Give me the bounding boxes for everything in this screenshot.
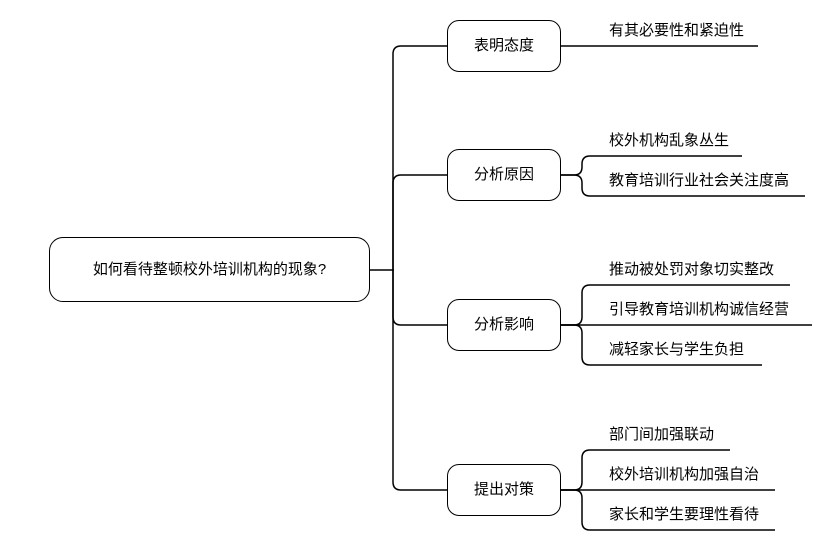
- branch-node-effects[interactable]: 分析影响: [447, 299, 561, 351]
- edge-root-branch-4: [392, 270, 447, 491]
- edge-branch3-leaf3: [561, 324, 762, 366]
- branch-node-label: 表明态度: [473, 37, 534, 54]
- edge-root-branch-3: [392, 270, 447, 326]
- branch-node-label: 分析影响: [473, 316, 534, 333]
- edge-root-branch-1: [392, 45, 447, 270]
- edge-root-branch-2: [392, 174, 447, 270]
- leaf-topic-4-2[interactable]: 校外培训机构加强自治: [609, 466, 760, 483]
- branch-node-label: 分析原因: [473, 166, 534, 183]
- root-node-label: 如何看待整顿校外培训机构的现象?: [92, 260, 327, 278]
- edge-branch2-leaf2: [561, 174, 805, 197]
- edge-branch4-leaf3: [561, 489, 775, 531]
- leaf-topic-3-1[interactable]: 推动被处罚对象切实整改: [609, 261, 775, 278]
- branch-node-solutions[interactable]: 提出对策: [447, 464, 561, 516]
- edge-branch2-leaf1: [561, 155, 742, 176]
- leaf-topic-3-3[interactable]: 减轻家长与学生负担: [609, 341, 745, 358]
- branch-node-label: 提出对策: [473, 481, 534, 498]
- leaf-topic-4-1[interactable]: 部门间加强联动: [609, 426, 715, 443]
- leaf-topic-3-2[interactable]: 引导教育培训机构诚信经营: [609, 301, 790, 318]
- branch-node-causes[interactable]: 分析原因: [447, 149, 561, 201]
- branch-node-attitude[interactable]: 表明态度: [447, 20, 561, 72]
- leaf-topic-2-2[interactable]: 教育培训行业社会关注度高: [609, 172, 790, 189]
- leaf-topic-1-1[interactable]: 有其必要性和紧迫性: [609, 22, 745, 39]
- root-node[interactable]: 如何看待整顿校外培训机构的现象?: [49, 237, 370, 302]
- leaf-topic-4-3[interactable]: 家长和学生要理性看待: [609, 506, 760, 523]
- leaf-topic-2-1[interactable]: 校外机构乱象丛生: [609, 132, 730, 149]
